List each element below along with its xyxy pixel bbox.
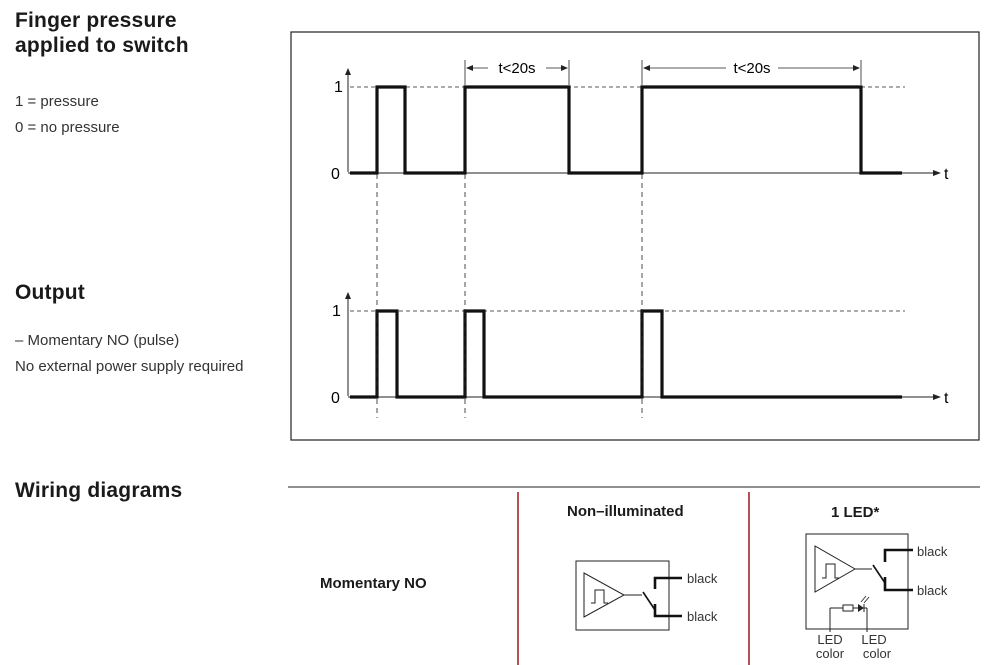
wiring-title: Wiring diagrams bbox=[15, 479, 183, 502]
led-wire-bottom-label: black bbox=[917, 583, 948, 598]
led-color-left-line2: color bbox=[816, 646, 845, 661]
interval1-label: t<20s bbox=[498, 60, 535, 77]
bottom-x-arrow bbox=[933, 394, 941, 400]
output-pulse-signal bbox=[350, 309, 902, 399]
output-power-note: No external power supply required bbox=[15, 358, 244, 375]
led-symbol bbox=[805, 533, 913, 632]
interval2-arrow-right bbox=[853, 65, 860, 71]
finger-pressure-title: Finger pressure applied to switch bbox=[15, 8, 189, 58]
top-x-arrow bbox=[933, 170, 941, 176]
row-label-momentary-no: Momentary NO bbox=[320, 575, 427, 592]
bottom-level-1: 1 bbox=[332, 303, 341, 320]
interval1-arrow-left bbox=[466, 65, 473, 71]
timing-frame bbox=[290, 31, 980, 441]
finger-title-line1: Finger pressure bbox=[15, 9, 177, 32]
interval2-label: t<20s bbox=[733, 60, 770, 77]
led-color-right-line2: color bbox=[863, 646, 892, 661]
finger-pressure-signal bbox=[350, 85, 902, 175]
bottom-y-arrow bbox=[345, 292, 351, 299]
col-header-non-illuminated: Non–illuminated bbox=[567, 503, 684, 520]
output-type: – Momentary NO (pulse) bbox=[15, 332, 180, 349]
finger-title-line2: applied to switch bbox=[15, 34, 189, 57]
top-y-arrow bbox=[345, 68, 351, 75]
led-color-right-line1: LED bbox=[861, 632, 886, 647]
interval1-arrow-right bbox=[561, 65, 568, 71]
bottom-level-0: 0 bbox=[331, 390, 340, 407]
top-level-1: 1 bbox=[334, 79, 343, 96]
legend-no-pressure: 0 = no pressure bbox=[15, 119, 120, 136]
bottom-axis-t: t bbox=[944, 390, 949, 407]
non-illuminated-symbol bbox=[575, 560, 682, 631]
top-level-0: 0 bbox=[331, 166, 340, 183]
legend-pressure: 1 = pressure bbox=[15, 93, 99, 110]
led-wire-top-label: black bbox=[917, 544, 948, 559]
output-title: Output bbox=[15, 281, 86, 304]
interval2-arrow-left bbox=[643, 65, 650, 71]
led-color-left-line1: LED bbox=[817, 632, 842, 647]
nonillum-wire-bottom-label: black bbox=[687, 609, 718, 624]
col-header-1-led: 1 LED* bbox=[831, 504, 880, 521]
nonillum-wire-top-label: black bbox=[687, 571, 718, 586]
top-axis-t: t bbox=[944, 166, 949, 183]
